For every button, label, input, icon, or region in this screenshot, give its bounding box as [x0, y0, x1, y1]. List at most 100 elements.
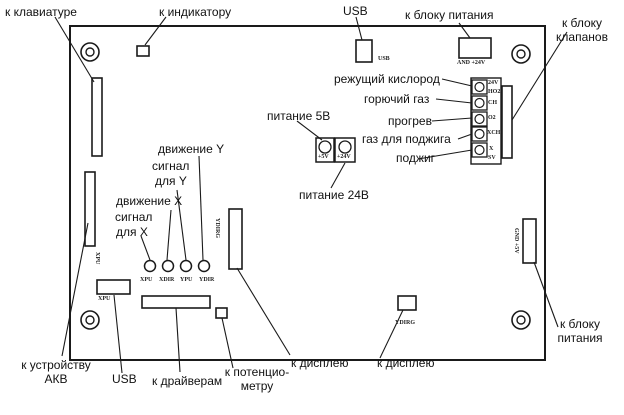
- silk-gnd-5v: GND +5V: [513, 228, 519, 254]
- potentiometer-connector: [215, 307, 228, 319]
- label-signal-y-line2: для Y: [155, 174, 187, 188]
- label-akv-line2: АКВ: [44, 372, 68, 386]
- silk-24v: +24V: [337, 154, 351, 160]
- leader-display-1: [236, 267, 291, 356]
- valve-block-connector: [501, 85, 513, 159]
- label-psu-right-line1: к блоку: [559, 317, 601, 331]
- leader-power-5v: [296, 120, 323, 141]
- keyboard-connector: [91, 77, 103, 157]
- leader-cutting-oxygen: [441, 78, 473, 87]
- label-psu-top: к блоку питания: [405, 8, 494, 22]
- testpoint-ypu: [179, 259, 193, 273]
- silk-valve-pin-7: SV: [488, 155, 496, 161]
- display-connector-large: [228, 208, 243, 270]
- leader-signal-x: [140, 235, 151, 261]
- psu-top-connector: [458, 37, 492, 59]
- leader-keyboard: [54, 16, 95, 83]
- label-move-x: движение X: [116, 194, 183, 208]
- terminal-5v: [315, 137, 335, 163]
- silk-gnd-24v-top: AND +24V: [457, 60, 486, 66]
- valve-block-outline: [470, 77, 502, 165]
- drivers-connector: [141, 295, 211, 309]
- usb-top-connector: [355, 39, 373, 63]
- label-valve-block-line2: клапанов: [556, 30, 608, 44]
- leader-valve-block: [511, 31, 568, 121]
- leader-fuel-gas: [435, 98, 473, 104]
- leader-indicator: [144, 16, 167, 46]
- mounting-hole-top-left: [80, 42, 100, 62]
- leader-ignition: [417, 149, 473, 160]
- akv-connector: [84, 171, 96, 247]
- leader-psu-right: [533, 261, 559, 328]
- silk-5v: +5V: [318, 154, 329, 160]
- label-preheat: прогрев: [388, 114, 432, 128]
- leader-usb-bottom: [113, 294, 123, 374]
- label-signal-x-line1: сигнал: [115, 210, 153, 224]
- usb-bottom-connector: [96, 279, 131, 295]
- silk-ydir-vertical: YDIRG: [214, 218, 220, 239]
- silk-valve-pin-4: O2: [488, 115, 496, 121]
- label-indicator: к индикатору: [159, 5, 232, 19]
- label-move-y: движение Y: [158, 142, 225, 156]
- silk-valve-pin-6: X: [489, 146, 494, 152]
- valve-terminal-1: [471, 79, 488, 95]
- label-psu-right-line2: питания: [557, 331, 603, 345]
- leader-move-y: [198, 155, 204, 261]
- label-potentiometer-line1: к потенцио-: [224, 365, 290, 379]
- valve-terminal-2: [471, 95, 488, 111]
- valve-terminal-3: [471, 111, 488, 127]
- label-cutting-oxygen: режущий кислород: [334, 72, 440, 86]
- silk-signal-ypu: YPU: [180, 277, 193, 283]
- valve-terminal-5: [471, 142, 488, 158]
- silk-usb: USB: [378, 56, 390, 62]
- silk-valve-pin-1: 24V: [488, 80, 499, 86]
- leader-ignition-gas: [457, 133, 473, 140]
- silk-xpu-side: XPU: [98, 296, 111, 302]
- silk-valve-pin-2: НО2: [488, 89, 501, 95]
- display-connector-small: [397, 295, 417, 311]
- label-keyboard: к клавиатуре: [5, 5, 77, 19]
- leader-signal-y: [176, 189, 187, 261]
- label-valve-block-line1: к блоку: [561, 16, 603, 30]
- label-display-1: к дисплею: [291, 356, 349, 370]
- terminal-24v: [334, 137, 356, 163]
- label-akv-line1: к устройству: [21, 358, 91, 372]
- label-usb-bottom: USB: [112, 372, 137, 386]
- leader-usb-top: [355, 16, 363, 41]
- leader-display-2: [379, 309, 404, 359]
- leader-akv: [61, 222, 89, 357]
- leader-power-24v: [330, 162, 346, 189]
- testpoint-xdir: [161, 259, 175, 273]
- valve-terminal-4: [471, 126, 488, 142]
- label-fuel-gas: горючий газ: [364, 92, 430, 106]
- label-potentiometer-line2: метру: [240, 379, 274, 393]
- label-display-2: к дисплею: [377, 356, 435, 370]
- indicator-connector: [136, 45, 150, 57]
- silk-signal-xpu: XPU: [140, 277, 153, 283]
- label-drivers: к драйверам: [152, 374, 223, 388]
- label-signal-x-line2: для X: [116, 225, 148, 239]
- silk-signal-xdir: XDIR: [159, 277, 175, 283]
- silk-ydir-bottom: YDIRG: [395, 320, 416, 326]
- psu-right-connector: [522, 218, 537, 264]
- leader-move-x: [166, 209, 172, 261]
- silk-valve-pin-3: CH: [488, 100, 497, 106]
- silk-valve-pin-5: XCH: [487, 130, 501, 136]
- leader-potentiometer: [221, 317, 234, 369]
- testpoint-xpu: [143, 259, 157, 273]
- mounting-hole-bottom-right: [511, 310, 531, 330]
- leader-drivers: [175, 307, 181, 373]
- label-power-24v: питание 24В: [299, 188, 369, 202]
- silk-xpu-vertical: XPU: [94, 252, 100, 265]
- board-outline: [69, 25, 546, 361]
- label-usb-top: USB: [343, 4, 368, 18]
- label-ignition: поджиг: [396, 151, 436, 165]
- label-power-5v: питание 5В: [267, 109, 331, 123]
- testpoint-ydir: [197, 259, 211, 273]
- mounting-hole-bottom-left: [80, 310, 100, 330]
- label-signal-y-line1: сигнал: [152, 159, 190, 173]
- silk-signal-ydir: YDIR: [199, 277, 215, 283]
- leader-psu-top: [458, 22, 471, 39]
